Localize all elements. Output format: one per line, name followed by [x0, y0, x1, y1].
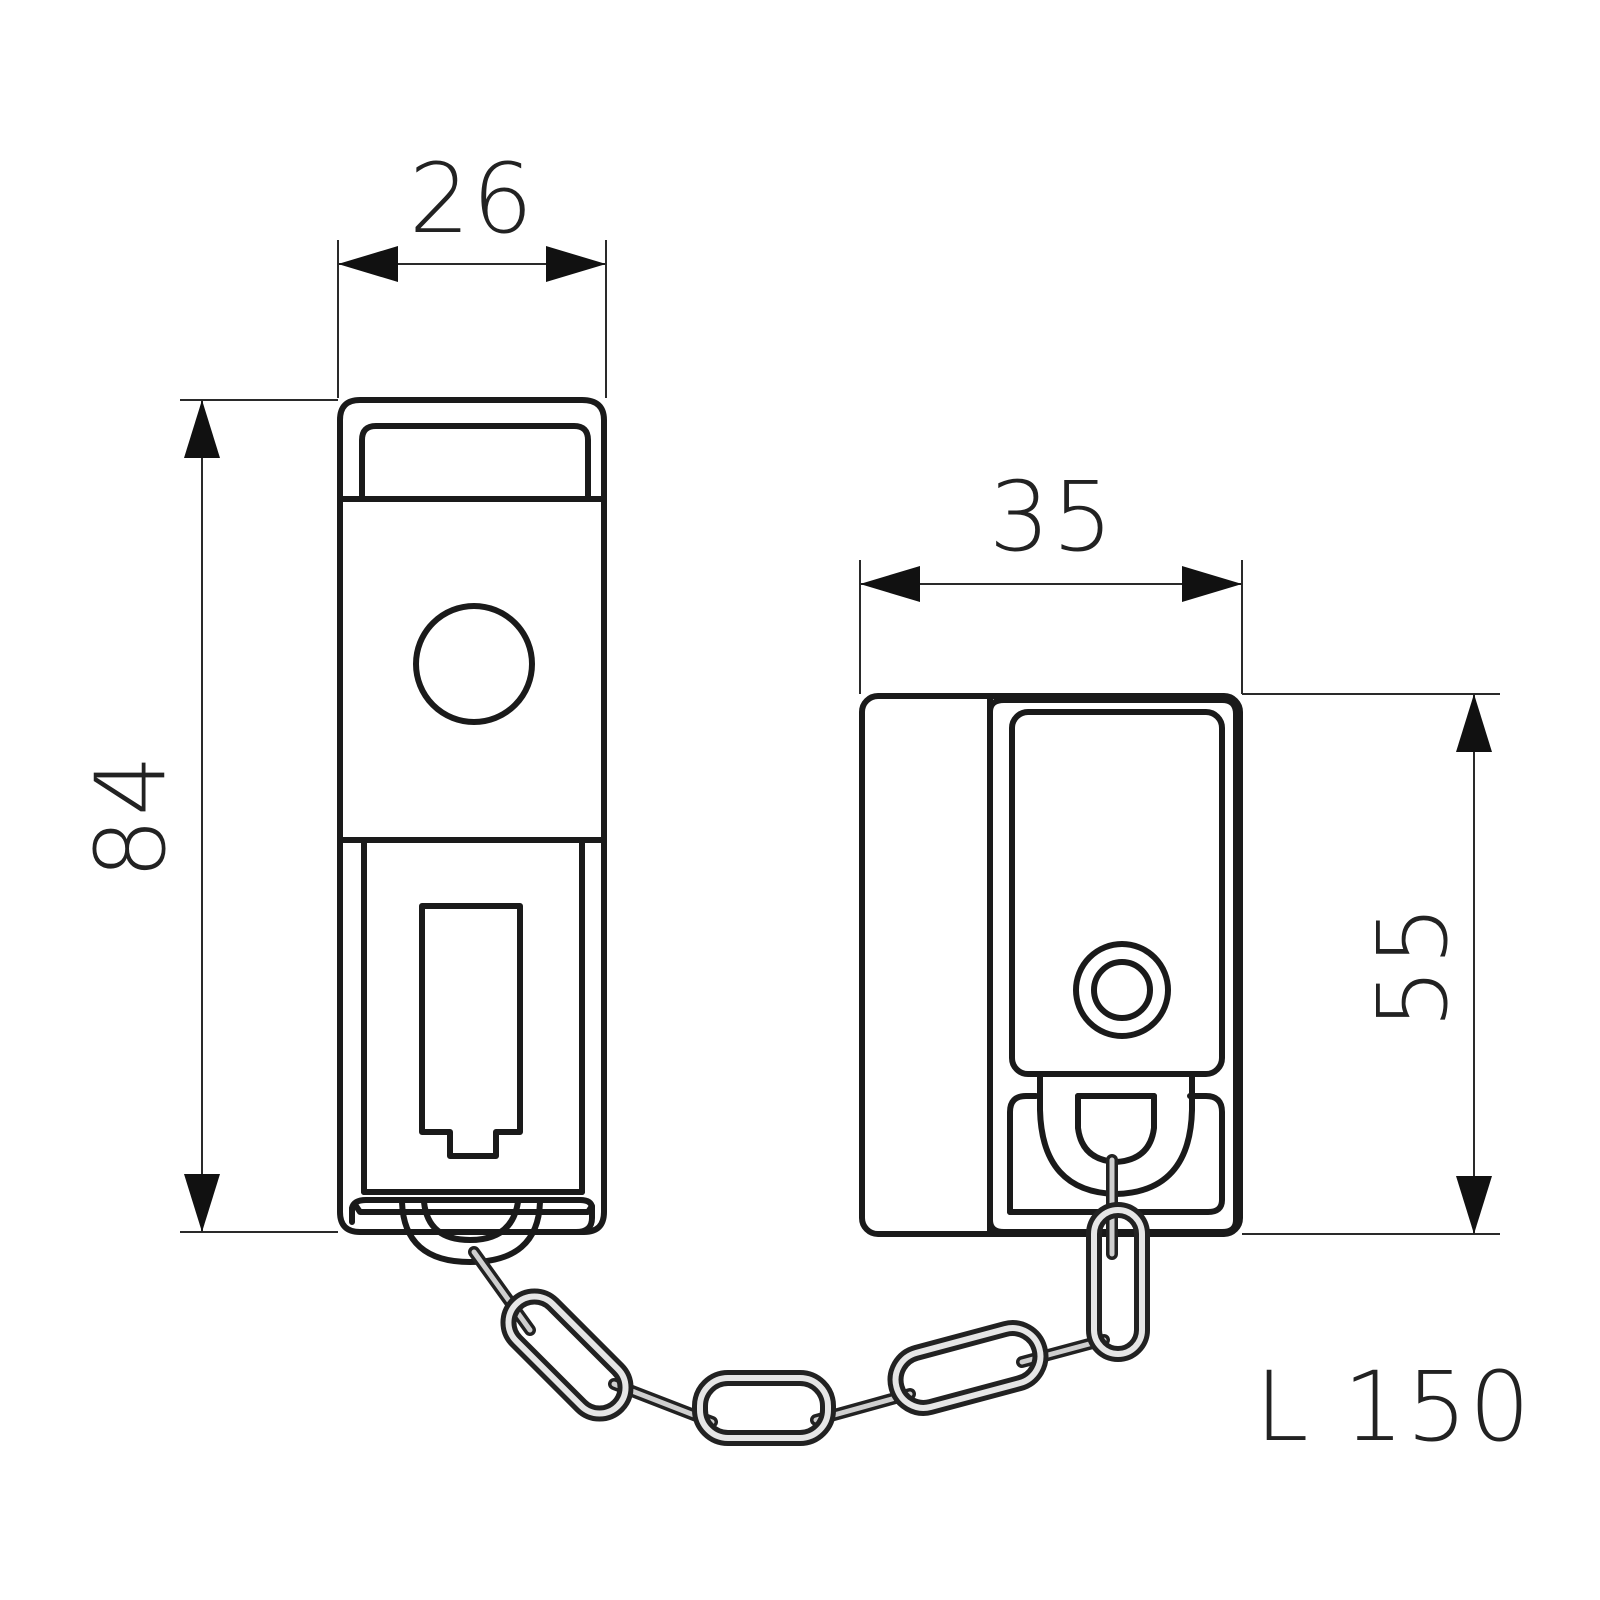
arrow-left-icon [860, 566, 920, 602]
dimension-left-height: 84 [75, 399, 338, 1233]
dimension-label-84: 84 [75, 753, 187, 879]
arrow-down-icon [184, 1174, 220, 1232]
chain [468, 1154, 1150, 1446]
dimension-label-35: 35 [989, 461, 1115, 573]
left-chain-ring-inner [421, 1199, 521, 1243]
chain-link [500, 1288, 634, 1422]
left-bottom-lip-inner [349, 1197, 595, 1225]
arrow-left-icon [338, 246, 398, 282]
left-slide-plate [337, 397, 607, 1265]
left-chain-ring [399, 1199, 543, 1265]
arrow-up-icon [184, 400, 220, 458]
left-bottom-lip [353, 1203, 595, 1235]
right-rivet-outer [1073, 941, 1171, 1039]
chain-length-label: L 150 [1255, 1351, 1532, 1463]
right-door-plate [859, 693, 1243, 1237]
right-lower-pocket [1007, 1093, 1039, 1215]
left-plate-top-slot [359, 423, 591, 501]
chain-link [692, 1370, 836, 1446]
chain-link [887, 1320, 1049, 1416]
right-cap-plate [1009, 709, 1225, 1077]
right-rivet-inner [1091, 959, 1153, 1021]
left-screw-hole [413, 603, 535, 725]
dimension-right-height: 55 [1242, 693, 1500, 1235]
arrow-up-icon [1456, 694, 1492, 752]
dimension-left-width: 26 [337, 143, 607, 398]
left-keyhole-slot [419, 903, 523, 1159]
arrow-down-icon [1456, 1176, 1492, 1234]
arrow-right-icon [546, 246, 606, 282]
arrow-right-icon [1182, 566, 1242, 602]
chain-link [1086, 1202, 1150, 1362]
dimension-label-55: 55 [1357, 903, 1469, 1029]
left-plate-outline [337, 397, 607, 1235]
dimension-right-width: 35 [859, 461, 1243, 694]
right-lower-pocket-right [1007, 1093, 1225, 1215]
right-u-ring-inner [1075, 1093, 1157, 1165]
chain-bar [468, 1246, 536, 1336]
dimension-label-26: 26 [409, 143, 535, 255]
right-inner-frame [987, 697, 1239, 1235]
